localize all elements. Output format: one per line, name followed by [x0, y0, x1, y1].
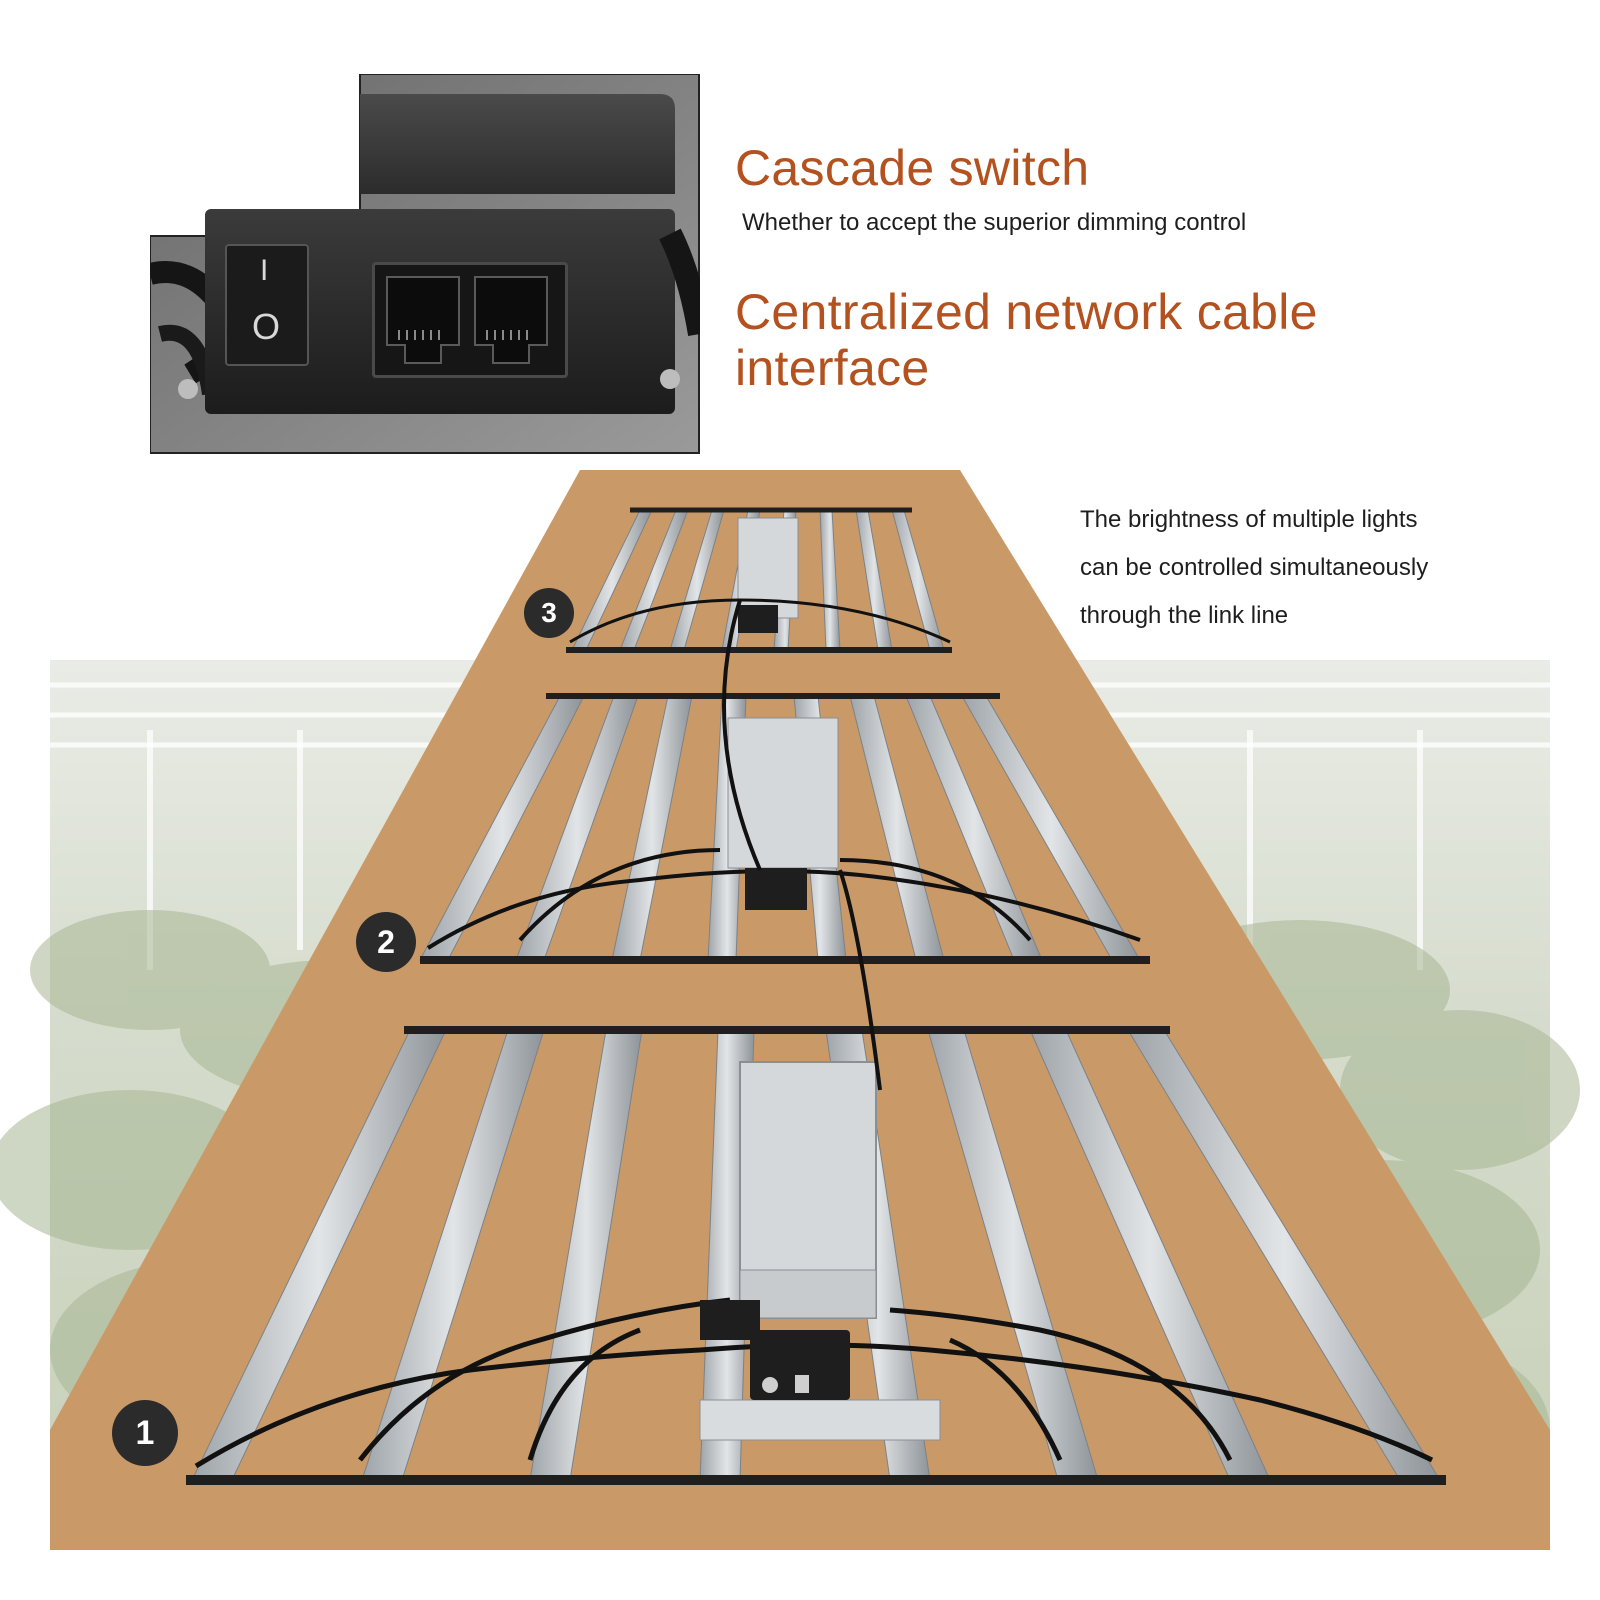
fixture-1-badge: 1	[112, 1400, 178, 1466]
caption-line-3: through the link line	[1080, 602, 1289, 629]
rocker-switch-icon: I O	[225, 244, 309, 366]
network-title-line2: interface	[735, 340, 930, 396]
cascade-switch-description: Whether to accept the superior dimming c…	[742, 209, 1247, 236]
caption-line-2: can be controlled simultaneously	[1080, 554, 1429, 581]
network-title-line1: Centralized network cable	[735, 284, 1318, 340]
switch-on-symbol: I	[260, 254, 269, 287]
fixture-2	[419, 693, 1150, 964]
rj45-port-icon	[372, 262, 568, 378]
fixture-3-badge: 3	[524, 588, 574, 638]
fixture-1	[186, 599, 1446, 1485]
network-interface-title: Centralized network cable interface	[735, 284, 1495, 396]
fixture-3	[566, 507, 952, 653]
cascade-switch-title: Cascade switch	[735, 140, 1090, 196]
fixture-2-badge: 2	[356, 912, 416, 972]
caption-line-1: The brightness of multiple lights	[1080, 506, 1418, 533]
link-line-caption: The brightness of multiple lights can be…	[1080, 496, 1560, 640]
switch-off-symbol: O	[252, 306, 281, 347]
grow-light-scene	[0, 470, 1600, 1570]
